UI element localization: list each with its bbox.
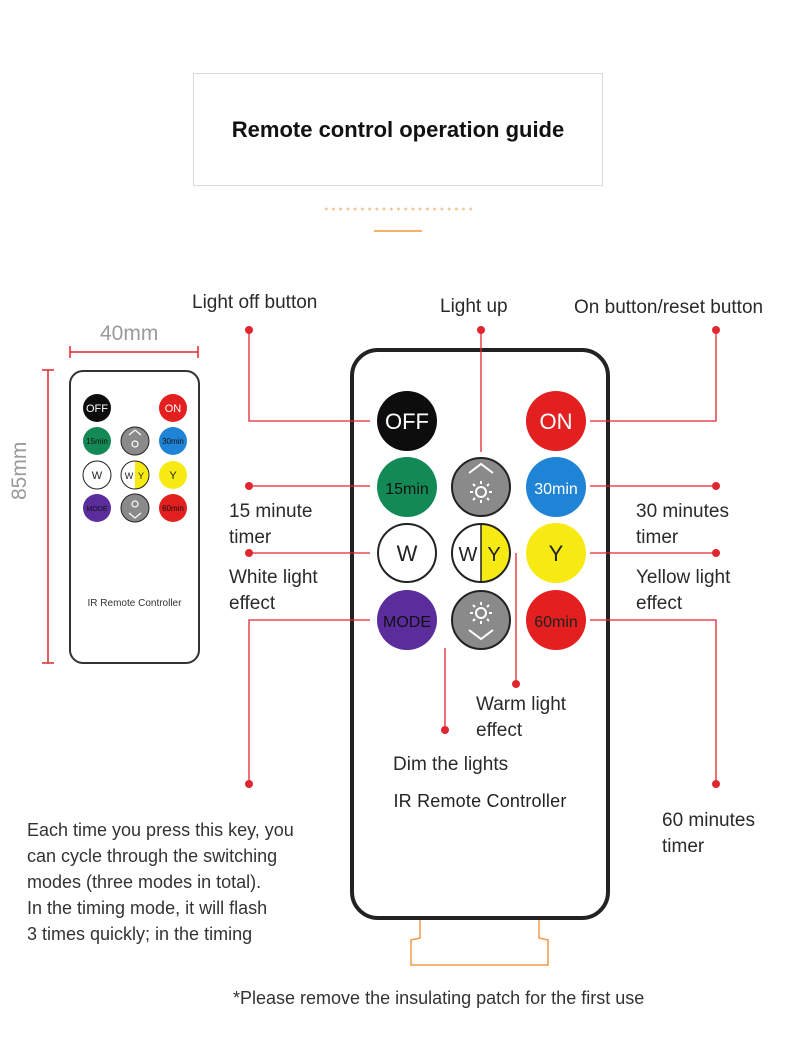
small-yellow-button: Y: [159, 461, 187, 489]
callout-timer-15: 15 minute timer: [229, 501, 313, 548]
controller-label: IR Remote Controller: [393, 791, 567, 811]
callout-timer-60: 60 minutes timer: [662, 810, 755, 857]
svg-text:ON: ON: [165, 403, 182, 415]
on-button-label: ON: [540, 409, 573, 434]
callout-warm-light: Warm light effect: [476, 694, 567, 741]
page-title: Remote control operation guide: [231, 116, 565, 142]
small-brightness-down-icon: [128, 500, 142, 519]
small-on-button: ON: [159, 394, 187, 422]
small-off-button: OFF: [83, 394, 111, 422]
svg-text:Y: Y: [169, 470, 177, 482]
small-brightness-up-button: [120, 426, 150, 456]
small-white-button: W: [82, 460, 112, 490]
callout-yellow-light: Yellow light effect: [636, 567, 731, 614]
small-timer-15-button: 15min: [83, 427, 111, 455]
footer-note: *Please remove the insulating patch for …: [233, 988, 645, 1008]
white-button-label: W: [397, 541, 418, 566]
warm-button-w-label: W: [459, 544, 478, 566]
callout-light-off: Light off button: [192, 292, 318, 313]
small-brightness-up-icon: [128, 429, 142, 448]
callout-line-off: [248, 330, 370, 422]
callout-on-reset: On button/reset button: [574, 297, 764, 318]
off-button-label: OFF: [385, 409, 429, 434]
timer-30-button[interactable]: 30min: [526, 457, 586, 517]
svg-text:MODE: MODE: [87, 506, 108, 513]
height-dimension: [42, 369, 54, 664]
width-dimension: [69, 346, 199, 358]
callout-dots: [245, 326, 720, 788]
warm-button-y-label: Y: [487, 544, 500, 566]
yellow-button-label: Y: [549, 541, 564, 566]
off-button[interactable]: OFF: [377, 391, 437, 451]
callout-line-on: [590, 330, 717, 422]
title-box: Remote control operation guide: [193, 73, 603, 186]
svg-text:60min: 60min: [162, 504, 184, 513]
small-warm-button: W Y: [120, 460, 150, 490]
yellow-button[interactable]: Y: [526, 523, 586, 583]
width-dimension-label: 40mm: [100, 322, 159, 345]
brightness-up-button[interactable]: [451, 457, 511, 517]
timer-15-button[interactable]: 15min: [377, 457, 437, 517]
callout-dim-lights: Dim the lights: [393, 754, 509, 775]
small-timer-30-button: 30min: [159, 427, 187, 455]
mode-description: Each time you press this key, you can cy…: [27, 820, 294, 944]
brightness-down-button[interactable]: [451, 590, 511, 650]
small-controller-label: IR Remote Controller: [87, 598, 182, 609]
timer-60-button[interactable]: 60min: [526, 590, 586, 650]
svg-text:Y: Y: [138, 471, 144, 481]
warm-white-yellow-button[interactable]: W Y: [451, 523, 511, 583]
svg-text:15min: 15min: [86, 437, 108, 446]
decorative-underline: [374, 230, 422, 232]
svg-text:OFF: OFF: [86, 403, 108, 415]
svg-text:30min: 30min: [162, 437, 184, 446]
brightness-up-icon: [468, 462, 494, 503]
white-button[interactable]: W: [377, 523, 437, 583]
height-dimension-label: 85mm: [8, 441, 31, 500]
callout-timer-30: 30 minutes timer: [636, 501, 729, 548]
callout-lines: [248, 330, 717, 784]
mode-button-label: MODE: [383, 614, 431, 631]
svg-text:W: W: [125, 471, 134, 481]
decorative-dots: ●●●●●●●●●●●●●●●●●●●●●: [324, 206, 476, 213]
callout-line-t60: [590, 619, 717, 784]
timer-30-label: 30min: [534, 481, 578, 498]
callout-white-light: White light effect: [229, 567, 318, 614]
on-button[interactable]: ON: [526, 391, 586, 451]
remote-stand: [410, 920, 549, 966]
mode-button[interactable]: MODE: [377, 590, 437, 650]
callout-line-mode: [248, 619, 370, 784]
small-timer-60-button: 60min: [159, 494, 187, 522]
small-mode-button: MODE: [83, 494, 111, 522]
timer-60-label: 60min: [534, 614, 578, 631]
timer-15-label: 15min: [385, 481, 429, 498]
callout-light-up: Light up: [440, 296, 508, 317]
small-brightness-down-button: [120, 493, 150, 523]
brightness-down-icon: [468, 602, 494, 641]
svg-text:W: W: [92, 470, 103, 482]
